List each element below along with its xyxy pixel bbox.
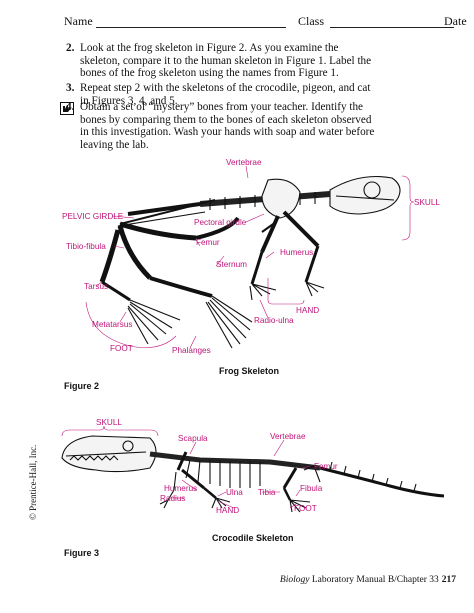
label-frog-metatarsus: Metatarsus [92, 320, 133, 329]
label-frog-pectoral-girdle: Pectoral girdle [194, 218, 247, 227]
class-line [330, 27, 434, 28]
step-text: Obtain a set of “mystery” bones from you… [80, 101, 375, 151]
label-frog-phalanges: Phalanges [172, 346, 211, 355]
label-frog-pelvic-girdle: PELVIC GIRDLE [62, 212, 124, 221]
figure-2-label: Figure 2 [64, 381, 100, 391]
croc-skeleton-drawing [61, 435, 445, 513]
step-2: 2. Look at the frog skeleton in Figure 2… [66, 42, 380, 80]
date-line [400, 27, 454, 28]
figure-3-label: Figure 3 [64, 548, 100, 558]
label-frog-hand: HAND [296, 306, 320, 315]
class-label: Class [298, 14, 325, 28]
name-line [96, 27, 286, 28]
frog-leader-lines [85, 165, 415, 349]
label-frog-skull: SKULL [414, 198, 440, 207]
step-number: 3. [66, 82, 75, 94]
label-croc-vertebrae: Vertebrae [270, 432, 306, 441]
label-frog-humerus: Humerus [280, 248, 314, 257]
label-croc-humerus: Humerus [164, 484, 198, 493]
label-croc-scapula: Scapula [178, 434, 208, 443]
step-text: Look at the frog skeleton in Figure 2. A… [80, 42, 372, 80]
label-croc-hand: HAND [216, 506, 240, 515]
frog-caption: Frog Skeleton [219, 366, 280, 376]
croc-leader-lines [61, 425, 311, 509]
footer-book-title: Biology [279, 575, 310, 585]
footer-manual-text: Laboratory Manual B/Chapter 33 [309, 575, 439, 585]
label-frog-radio-ulna: Radio-ulna [254, 316, 294, 325]
step-4: 4. Obtain a set of “mystery” bones from … [66, 101, 380, 151]
name-label: Name [64, 14, 93, 28]
page-number: 217 [441, 575, 456, 585]
label-croc-radius: Radius [160, 494, 186, 503]
croc-caption: Crocodile Skeleton [212, 533, 294, 543]
label-croc-fibula: Fibula [300, 484, 323, 493]
label-frog-tibio-fibula: Tibio-fibula [66, 242, 106, 251]
label-frog-foot: FOOT [110, 344, 133, 353]
header-fields: Name Class Date [64, 14, 467, 30]
label-frog-vertebrae: Vertebrae [226, 158, 262, 167]
label-frog-sternum: Sternum [216, 260, 247, 269]
label-croc-skull: SKULL [96, 418, 122, 427]
step-3: 3. Repeat step 2 with the skeletons of t… [66, 82, 380, 107]
label-frog-femur: Femur [196, 238, 220, 247]
hands-on-icon [60, 102, 74, 115]
label-croc-tibia: Tibia [258, 488, 276, 497]
step-number: 2. [66, 42, 75, 54]
step-number: 4. [66, 101, 75, 113]
frog-skeleton-drawing [99, 175, 401, 349]
copyright-notice: © Prentice-Hall, Inc. [28, 444, 38, 520]
label-croc-ulna: Ulna [226, 488, 243, 497]
label-frog-tarsus: Tarsus [84, 282, 109, 291]
date-label: Date [444, 14, 467, 28]
step-text: Repeat step 2 with the skeletons of the … [80, 82, 371, 107]
label-croc-femur: Femur [314, 462, 338, 471]
label-croc-foot: FOOT [294, 504, 317, 513]
